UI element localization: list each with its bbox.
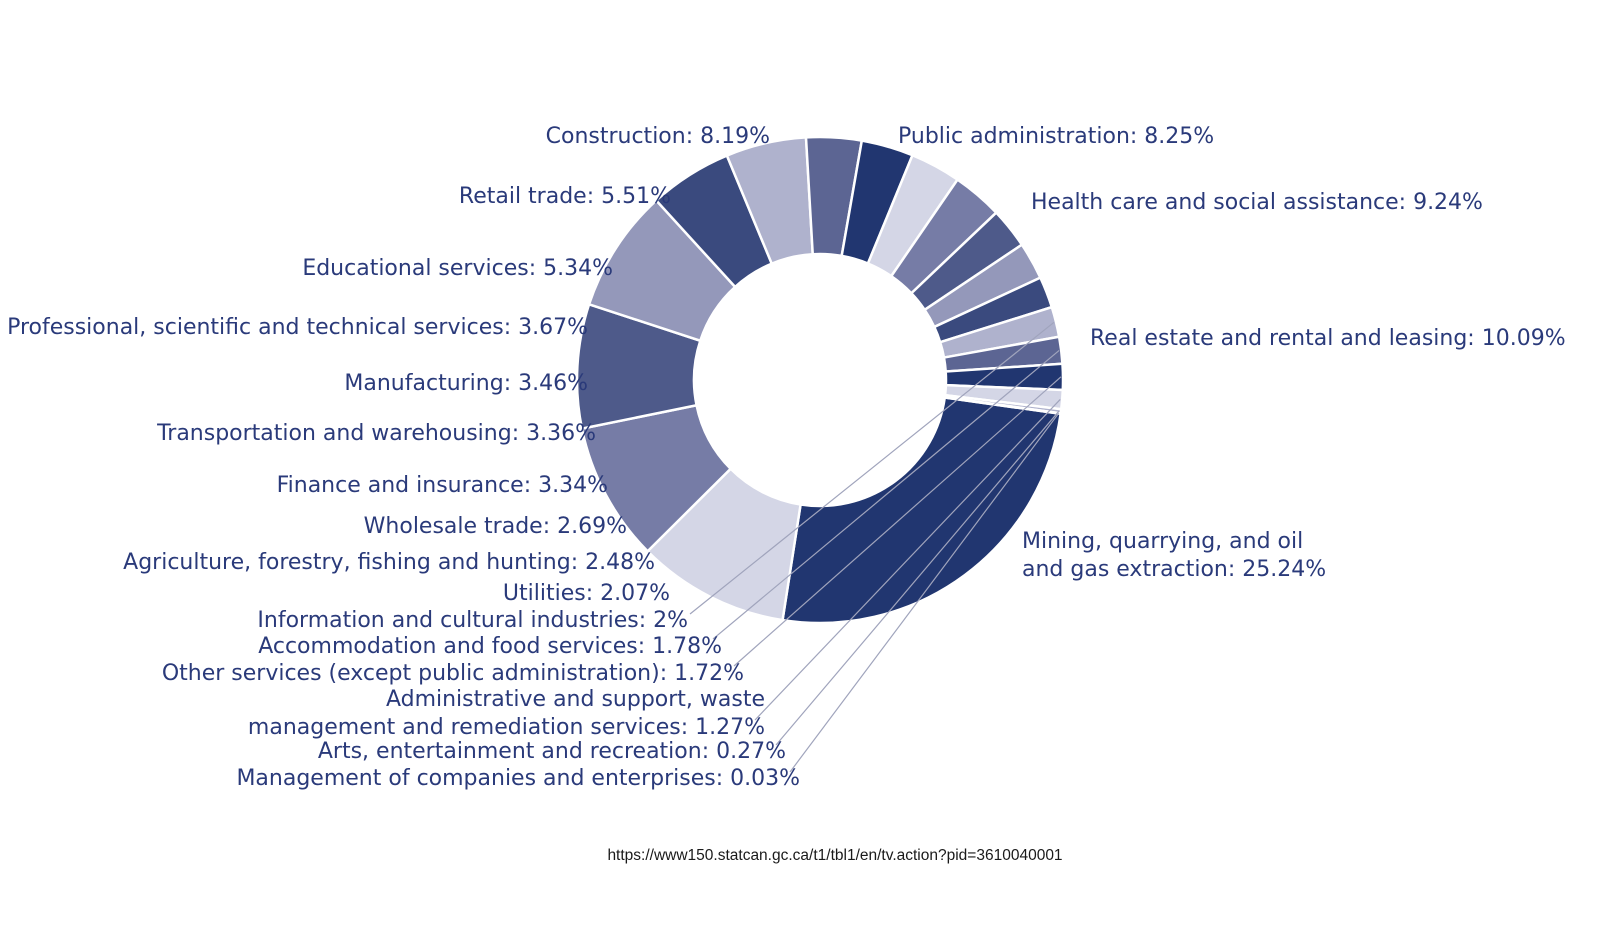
leader-line-17 [754,399,1061,721]
slice-label-2: Health care and social assistance: 9.24% [1031,190,1483,215]
slice-label-9: Transportation and warehousing: 3.36% [156,421,596,446]
leader-lines [689,321,1062,773]
leader-line-19 [789,412,1060,773]
slice-label-4: Construction: 8.19% [546,124,770,149]
slice-label-12: Agriculture, forestry, fishing and hunti… [123,550,655,575]
slice-label-14: Information and cultural industries: 2% [257,608,688,633]
slice-label-8: Manufacturing: 3.46% [344,371,588,396]
slice-label-19: Management of companies and enterprises:… [236,766,800,791]
slice-label-5: Retail trade: 5.51% [459,184,671,209]
slice-label-6: Educational services: 5.34% [302,256,613,281]
leader-line-16 [733,376,1062,667]
slice-0 [781,396,1063,625]
leader-line-18 [775,410,1060,746]
slice-label-11: Wholesale trade: 2.69% [364,514,627,539]
slice-label-16: Other services (except public administra… [162,661,744,686]
slice-label-18: Arts, entertainment and recreation: 0.27… [318,739,786,764]
slice-label-1: Real estate and rental and leasing: 10.0… [1090,326,1566,351]
slice-label-10: Finance and insurance: 3.34% [277,473,608,498]
slice-19 [943,395,1063,416]
slice-label-13: Utilities: 2.07% [503,581,670,606]
slice-label-15: Accommodation and food services: 1.78% [258,634,722,659]
source-url: https://www150.statcan.gc.ca/t1/tbl1/en/… [607,847,1062,864]
slice-label-7: Professional, scientific and technical s… [7,315,588,340]
slice-label-3: Public administration: 8.25% [898,124,1214,149]
leader-line-15 [712,349,1060,640]
leader-line-14 [689,321,1055,615]
